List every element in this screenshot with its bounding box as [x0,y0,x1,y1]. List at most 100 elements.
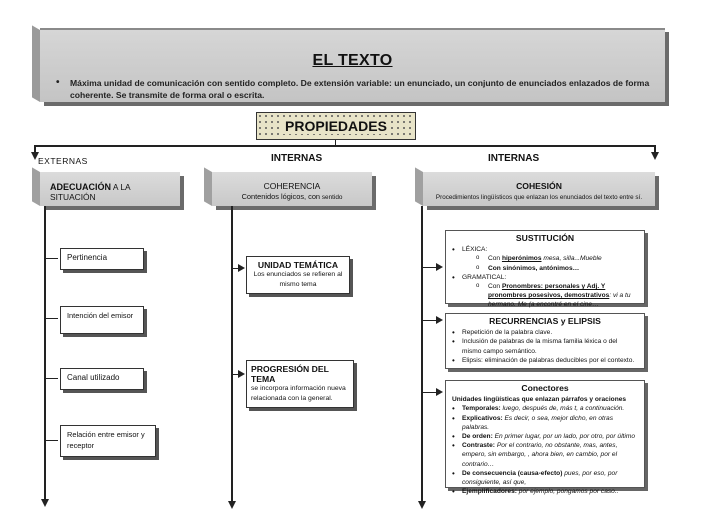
conector-text: En primer lugar, por un lado, por otro, … [492,433,635,441]
arrow-down-icon [228,501,236,509]
conector-text: por ejemplo, pongamos por caso.. [516,488,619,496]
gramatical-item-1: Con Pronombres: personales y Adj. Y pron… [452,282,638,310]
conector-label: Contraste: [462,442,495,450]
connector-line [34,145,36,153]
lex-1-term: hiperónimos [501,255,542,263]
coherencia-box: COHERENCIA Contenidos lógicos, con senti… [212,172,372,206]
conector-label: Explicativos: [462,414,503,422]
branch-externas: EXTERNAS [38,156,88,166]
connector-line [421,267,437,268]
progresion-box: PROGRESIÓN DEL TEMA se incorpora informa… [246,360,354,408]
lex-1-example: mesa, silla...Mueble [541,255,602,263]
recurrencias-title: RECURRENCIAS y ELIPSIS [489,316,601,326]
arrow-right-icon [436,316,443,324]
connector-line [231,206,233,502]
coherencia-sub: Contenidos lógicos, con sentido [242,192,343,201]
unidad-tematica-title: UNIDAD TEMÁTICA [257,260,339,270]
connector-line [421,392,437,393]
externas-item-relacion: Relación entre emisor y receptor [60,425,156,457]
connector-line [654,145,656,153]
coherencia-sub-text: Contenidos lógicos, con [241,192,321,201]
conector-item: Temporales: luego, después de, más t, a … [452,404,638,413]
connector-line [421,320,437,321]
title-definition: • Máxima unidad de comunicación con sent… [54,77,654,101]
conector-item: De orden: En primer lugar, por un lado, … [452,432,638,441]
arrow-right-icon [238,264,245,272]
pertinencia-label: Pertinencia [67,253,108,262]
intencion-label: Intención del emisor [67,311,134,320]
conector-item: De consecuencia (causa-efecto) pues, por… [452,469,638,487]
progresion-text: se incorpora información nueva relaciona… [251,385,346,402]
gram-1-term: Pronombres: personales y Adj. Y pronombr… [488,283,610,300]
connector-line [335,140,336,146]
definition-text: Máxima unidad de comunicación con sentid… [70,78,650,100]
connector-line [421,206,423,502]
recurrencias-box: RECURRENCIAS y ELIPSIS Repetición de la … [445,313,645,369]
bullet-icon: • [56,77,60,88]
connector-line [44,440,58,441]
branch-internas-2: INTERNAS [488,153,540,164]
coherencia-sub-small: sentido [320,194,343,201]
title-banner: EL TEXTO • Máxima unidad de comunicación… [40,28,665,102]
cohesion-sub: Procedimientos lingüísticos que enlazan … [435,194,643,201]
arrow-right-icon [238,370,245,378]
recurrencias-item: Inclusión de palabras de la misma famili… [452,337,638,355]
lexica-heading: LÉXICA: [452,245,638,254]
conector-text: Es decir, o sea, mejor dicho, en otras p… [462,414,614,431]
connector-line [44,318,58,319]
relacion-label: Relación entre emisor y receptor [67,430,145,450]
arrow-right-icon [436,263,443,271]
arrow-right-icon [436,388,443,396]
connector-line [44,206,46,500]
arrow-down-icon [41,499,49,507]
connector-line [44,378,58,379]
arrow-down-icon [651,152,659,160]
conectores-box: Conectores Unidades lingüísticas que enl… [445,380,645,497]
adecuacion-bold: ADECUACIÓN [50,182,112,192]
sustitucion-title: SUSTITUCIÓN [515,233,575,243]
connector-line [231,268,239,269]
conector-text: Por el contrario, no obstante, mas, ante… [462,442,618,468]
conector-item: Explicativos: Es decir, o sea, mejor dic… [452,414,638,432]
page-title: EL TEXTO [312,52,393,69]
gram-1-example: : vi a tu hermano. Me (a encontré en el … [488,292,631,309]
coherencia-title: COHERENCIA [263,181,321,191]
conectores-title: Conectores [521,383,569,393]
gramatical-label: GRAMATICAL: [462,273,507,281]
progresion-title: PROGRESIÓN DEL TEMA [251,364,329,384]
connector-line [231,374,239,375]
conector-label: De orden: [462,433,493,441]
propiedades-box: PROPIEDADES [256,112,416,140]
externas-item-intencion: Intención del emisor [60,306,144,334]
connector-line [34,145,656,147]
lexica-item-1: Con hiperónimos mesa, silla...Mueble [452,254,638,263]
lexica-item-2: Con sinónimos, antónimos… [452,264,638,273]
conector-label: Temporales: [462,405,501,413]
canal-label: Canal utilizado [67,373,120,382]
adecuacion-box: ADECUACIÓN A LA SITUACIÓN [40,172,180,206]
cohesion-box: COHESIÓN Procedimientos lingüísticos que… [423,172,655,206]
externas-item-pertinencia: Pertinencia [60,248,144,270]
branch-internas-1: INTERNAS [271,153,323,164]
conector-label: Ejemplificadores: [462,488,517,496]
conector-text: luego, después de, más t, a continuación… [500,405,625,413]
propiedades-label: PROPIEDADES [283,118,389,134]
sustitucion-box: SUSTITUCIÓN LÉXICA: Con hiperónimos mesa… [445,230,645,308]
conector-item: Ejemplificadores: por ejemplo, pongamos … [452,487,638,496]
cohesion-title: COHESIÓN [516,181,562,191]
conectores-intro: Unidades lingüísticas que enlazan párraf… [452,396,627,404]
recurrencias-item: Elipsis: eliminación de palabras deducib… [452,356,638,365]
conector-label: De consecuencia (causa-efecto) [462,469,563,477]
lex-1-pre: Con [488,255,502,263]
connector-line [44,258,58,259]
lex-2-text: Con sinónimos, antónimos… [488,264,580,272]
lexica-label: LÉXICA: [462,246,488,254]
unidad-tematica-text: Los enunciados se refieren al mismo tema [253,271,343,288]
unidad-tematica-box: UNIDAD TEMÁTICA Los enunciados se refier… [246,256,350,294]
adecuacion-rest: A LA SITUACIÓN [50,182,131,202]
arrow-down-icon [418,501,426,509]
recurrencias-item: Repetición de la palabra clave. [452,328,638,337]
externas-item-canal: Canal utilizado [60,368,144,390]
conector-item: Contraste: Por el contrario, no obstante… [452,441,638,469]
conector-text: pues, por eso, por consiguiente, así que… [462,469,618,487]
